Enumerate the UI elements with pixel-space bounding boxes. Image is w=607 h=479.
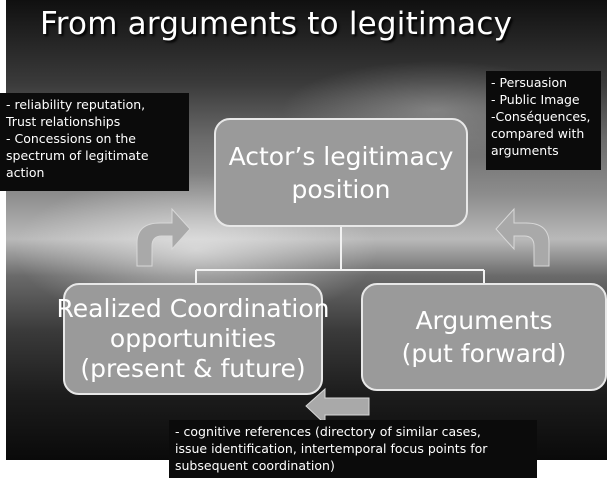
note-line: -Conséquences, (491, 109, 591, 124)
node-label: Actor’s legitimacy (228, 141, 454, 171)
node-label: (present & future) (80, 354, 306, 383)
node-arguments: Arguments (put forward) (361, 283, 607, 391)
note-line: subsequent coordination) (175, 458, 335, 473)
note-line: - Public Image (491, 92, 580, 107)
node-label: position (291, 174, 391, 204)
node-actor-legitimacy: Actor’s legitimacy position (214, 118, 468, 227)
note-left: - reliability reputation, Trust relation… (0, 93, 189, 191)
note-line: action (6, 165, 45, 180)
note-bottom: - cognitive references (directory of sim… (169, 420, 537, 478)
node-label: Realized Coordination (56, 294, 330, 323)
node-label: Arguments (415, 306, 553, 335)
note-right: - Persuasion - Public Image -Conséquence… (486, 71, 601, 170)
node-label: opportunities (109, 324, 277, 353)
note-line: arguments (491, 143, 559, 158)
note-line: - reliability reputation, (6, 97, 146, 112)
note-line: - Concessions on the (6, 131, 136, 146)
note-line: Trust relationships (6, 114, 121, 129)
note-line: spectrum of legitimate (6, 148, 149, 163)
note-line: compared with (491, 126, 585, 141)
note-line: - cognitive references (directory of sim… (175, 424, 481, 439)
node-realized-coordination: Realized Coordination opportunities (pre… (57, 283, 329, 395)
node-label: (put forward) (401, 339, 567, 368)
slide-title: From arguments to legitimacy (40, 6, 513, 42)
note-line: issue identification, intertemporal focu… (175, 441, 488, 456)
note-line: - Persuasion (491, 75, 568, 90)
